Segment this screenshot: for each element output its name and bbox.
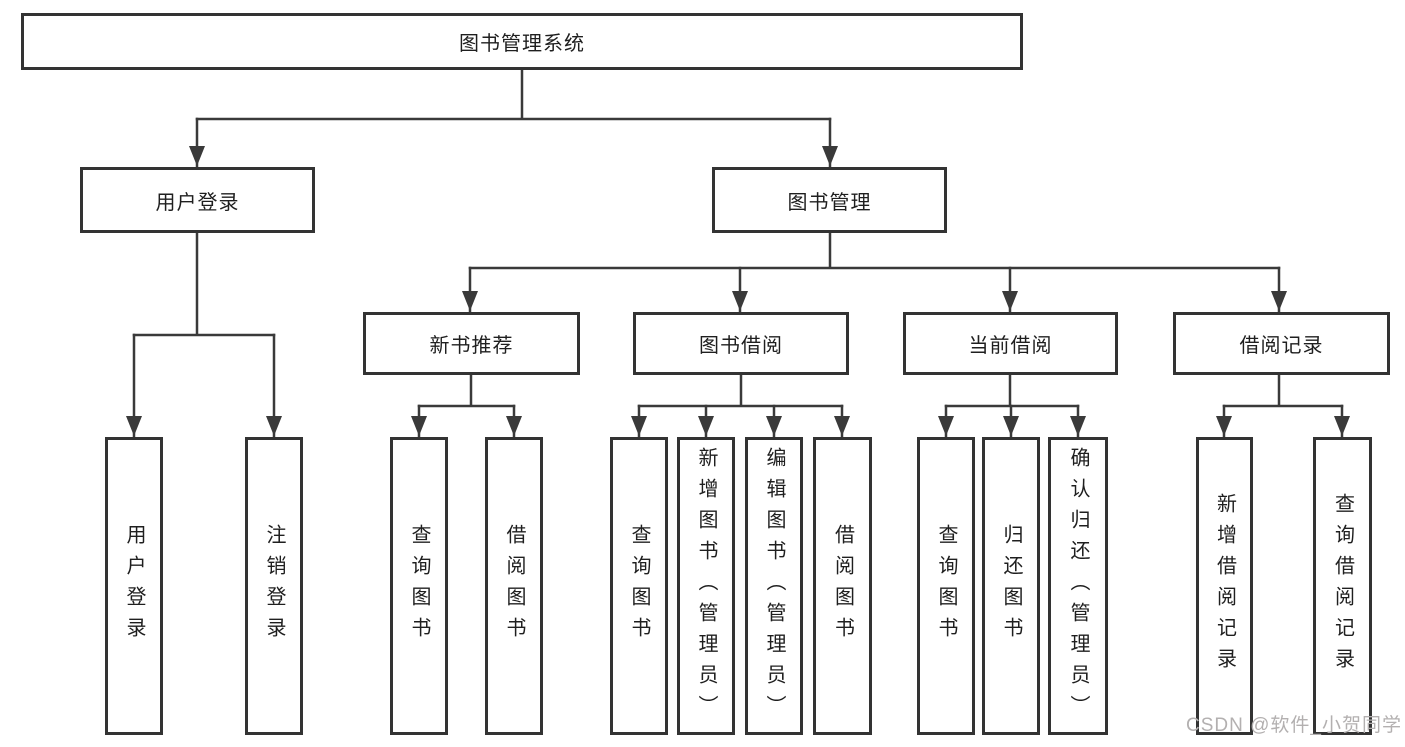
- node-new-book-recommendation: 新书推荐: [363, 312, 580, 375]
- node-leaf-borrow-books-recommend: 借阅图书: [485, 437, 543, 735]
- node-leaf-confirm-return-admin: 确认归还（管理员）: [1048, 437, 1108, 735]
- node-leaf-edit-books-admin: 编辑图书（管理员）: [745, 437, 803, 735]
- node-leaf-borrow-books: 借阅图书: [813, 437, 872, 735]
- tree-trunk-lines: [132, 67, 1344, 408]
- watermark-text: CSDN @软件_小贺同学: [1186, 715, 1402, 736]
- node-leaf-return-books: 归还图书: [982, 437, 1040, 735]
- node-book-management-branch: 图书管理: [712, 167, 947, 233]
- arrowhead-lines: [126, 117, 1350, 438]
- node-borrowing-records: 借阅记录: [1173, 312, 1390, 375]
- connector-lines: [126, 67, 1350, 438]
- node-leaf-query-borrow-record: 查询借阅记录: [1313, 437, 1372, 735]
- node-leaf-add-borrow-record: 新增借阅记录: [1196, 437, 1253, 735]
- node-leaf-query-books-current: 查询图书: [917, 437, 975, 735]
- node-leaf-query-books-recommend: 查询图书: [390, 437, 448, 735]
- node-leaf-logout: 注销登录: [245, 437, 303, 735]
- node-leaf-user-login: 用户登录: [105, 437, 163, 735]
- node-leaf-query-books-borrowing: 查询图书: [610, 437, 668, 735]
- node-book-borrowing: 图书借阅: [633, 312, 849, 375]
- node-leaf-add-books-admin: 新增图书（管理员）: [677, 437, 735, 735]
- node-current-borrowing: 当前借阅: [903, 312, 1118, 375]
- node-user-login-branch: 用户登录: [80, 167, 315, 233]
- node-library-management-system: 图书管理系统: [21, 13, 1023, 70]
